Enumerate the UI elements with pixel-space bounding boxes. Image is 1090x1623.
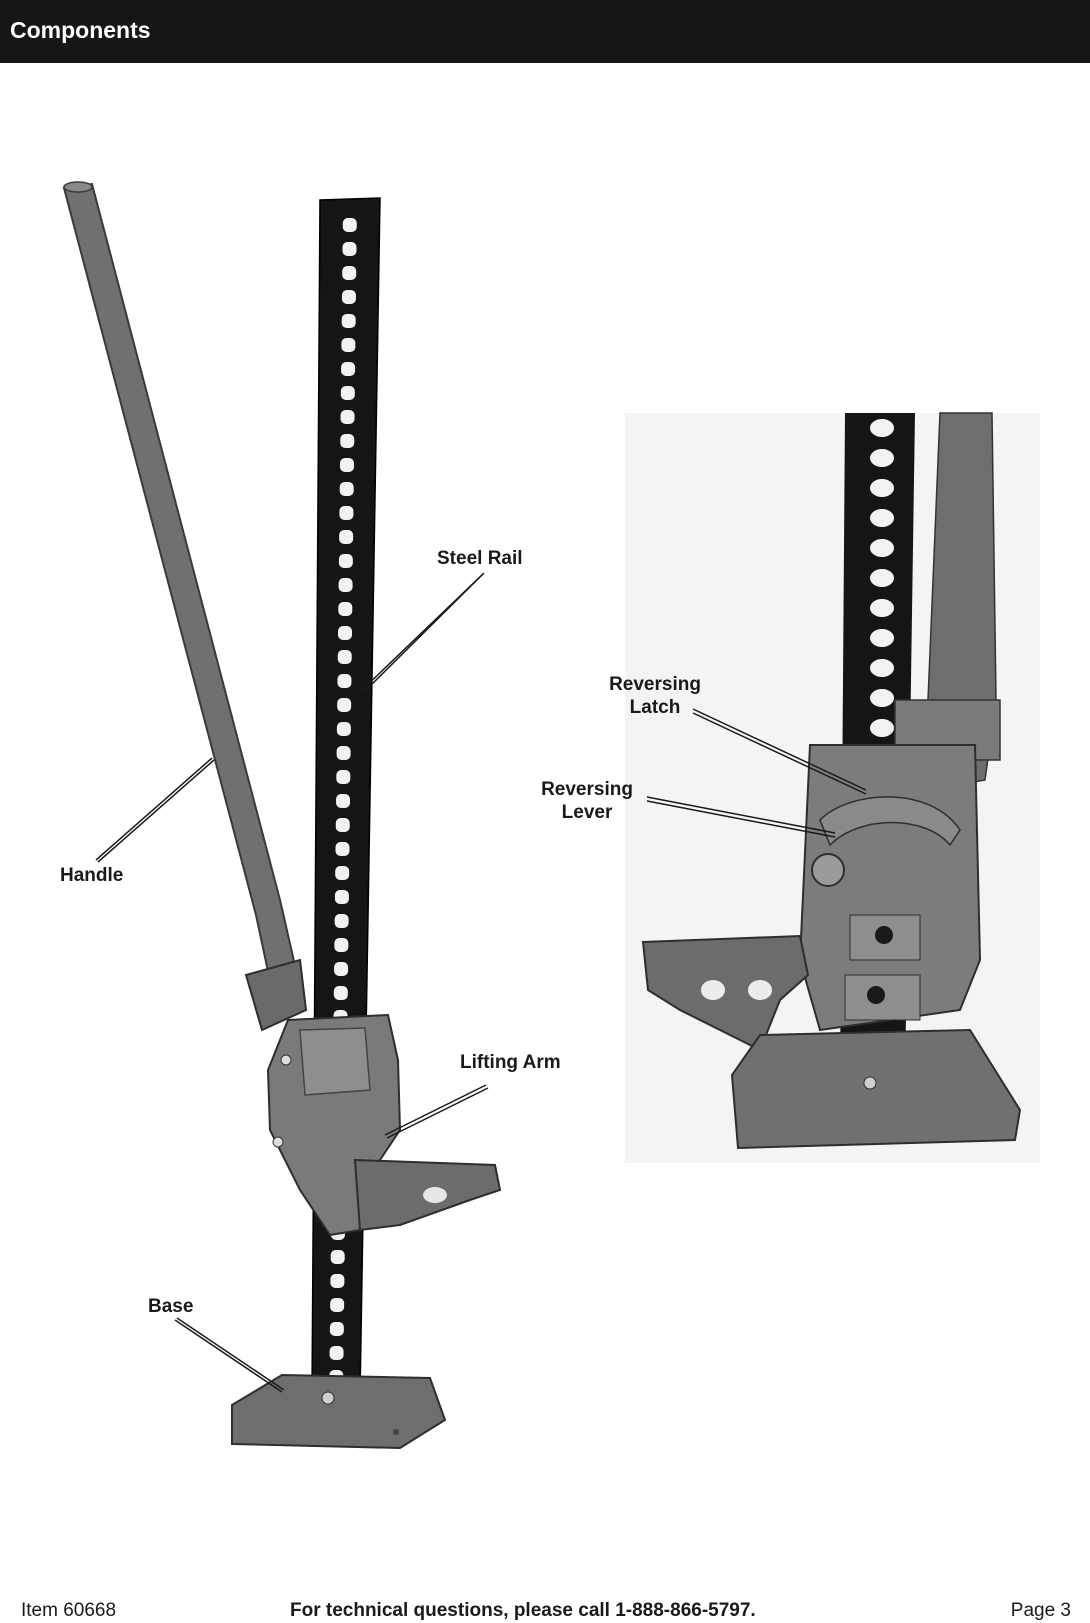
rail-hole bbox=[330, 1274, 345, 1288]
rail-hole bbox=[330, 1250, 345, 1264]
rail-hole bbox=[338, 602, 353, 616]
rail-hole bbox=[342, 266, 357, 280]
rail-hole bbox=[337, 650, 352, 664]
rail-hole bbox=[870, 419, 894, 437]
label-reversing-latch-line2: Latch bbox=[629, 697, 681, 718]
rail-hole bbox=[335, 818, 350, 832]
footer-page-number: Page 3 bbox=[1010, 1600, 1071, 1621]
label-steel-rail: Steel Rail bbox=[437, 548, 523, 569]
label-handle: Handle bbox=[60, 865, 124, 886]
rail-hole bbox=[338, 554, 353, 568]
rail-hole bbox=[329, 1322, 344, 1336]
section-header: Components bbox=[0, 0, 1090, 63]
section-title: Components bbox=[10, 17, 151, 43]
label-reversing-latch-line1: Reversing bbox=[609, 674, 701, 695]
rail-hole bbox=[333, 986, 348, 1000]
rail-hole bbox=[340, 410, 355, 424]
rail-hole bbox=[336, 770, 351, 784]
rail-hole bbox=[341, 338, 356, 352]
rail-hole bbox=[334, 962, 349, 976]
rail-hole bbox=[336, 722, 351, 736]
rail-hole bbox=[870, 479, 894, 497]
rail-hole bbox=[339, 458, 354, 472]
rail-hole bbox=[336, 794, 351, 808]
handle-illustration bbox=[62, 181, 308, 1032]
rail-hole bbox=[342, 218, 357, 232]
rail-hole bbox=[339, 482, 354, 496]
label-lifting-arm: Lifting Arm bbox=[460, 1052, 561, 1073]
rail-hole bbox=[334, 914, 349, 928]
lifting-mechanism-illustration bbox=[266, 1013, 502, 1237]
rail-hole bbox=[870, 509, 894, 527]
rail-hole bbox=[870, 719, 894, 737]
rail-hole bbox=[336, 746, 351, 760]
rail-hole bbox=[335, 866, 350, 880]
label-base: Base bbox=[148, 1296, 194, 1317]
rail-hole bbox=[870, 449, 894, 467]
rail-hole bbox=[341, 314, 356, 328]
rail-hole bbox=[339, 530, 354, 544]
rail-hole bbox=[329, 1346, 344, 1360]
rail-hole bbox=[340, 386, 355, 400]
rail-hole bbox=[330, 1298, 345, 1312]
rail-hole bbox=[337, 698, 352, 712]
detail-illustration bbox=[625, 412, 1040, 1163]
rail-hole bbox=[870, 629, 894, 647]
rail-hole bbox=[339, 506, 354, 520]
rail-hole bbox=[870, 659, 894, 677]
label-reversing-lever-line1: Reversing bbox=[541, 779, 633, 800]
rail-hole bbox=[338, 626, 353, 640]
label-reversing-lever-line2: Lever bbox=[561, 802, 613, 823]
label-reversing-latch: Reversing Latch bbox=[600, 673, 710, 719]
rail-hole bbox=[870, 599, 894, 617]
rail-hole bbox=[334, 890, 349, 904]
rail-hole bbox=[334, 938, 349, 952]
rail-hole bbox=[340, 434, 355, 448]
rail-hole bbox=[870, 539, 894, 557]
rail-hole bbox=[341, 362, 356, 376]
rail-hole bbox=[870, 569, 894, 587]
rail-hole bbox=[337, 674, 352, 688]
base-illustration bbox=[231, 1373, 447, 1450]
rail-hole bbox=[870, 689, 894, 707]
footer-contact: For technical questions, please call 1-8… bbox=[290, 1600, 756, 1621]
footer-item-number: Item 60668 bbox=[21, 1600, 117, 1621]
rail-hole bbox=[338, 578, 353, 592]
rail-hole bbox=[342, 242, 357, 256]
label-reversing-lever: Reversing Lever bbox=[532, 778, 642, 824]
rail-hole bbox=[335, 842, 350, 856]
rail-hole bbox=[341, 290, 356, 304]
leader-lines bbox=[95, 572, 867, 1393]
